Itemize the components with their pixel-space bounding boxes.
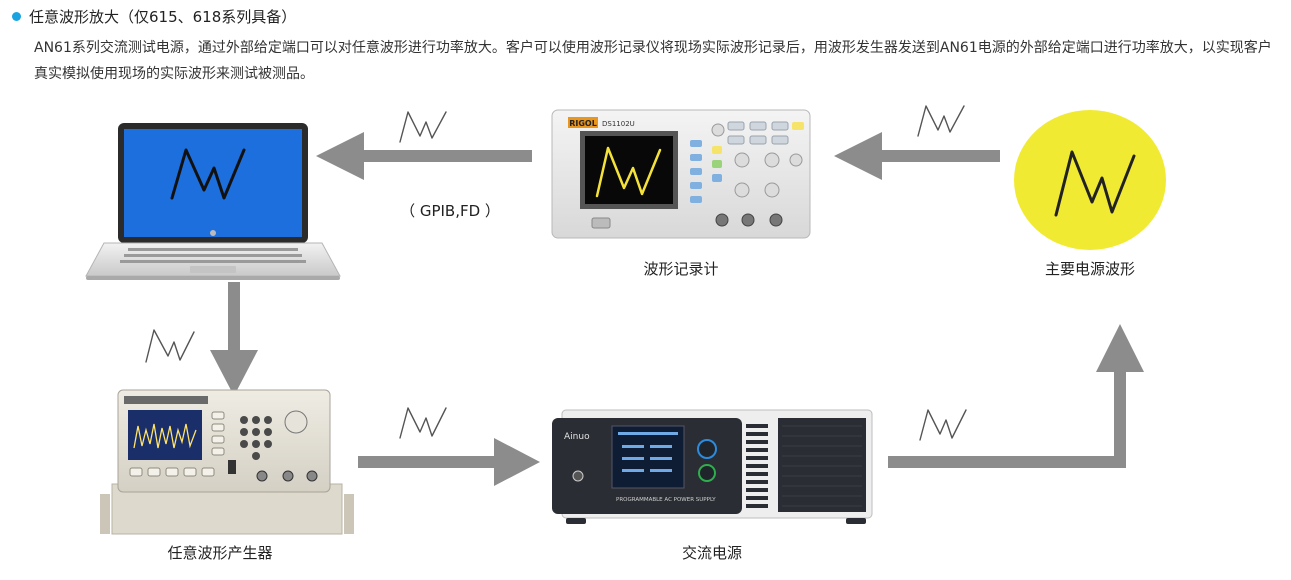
arrow-laptop-to-generator [210, 282, 258, 396]
section-description: AN61系列交流测试电源，通过外部给定端口可以对任意波形进行功率放大。客户可以使… [34, 40, 1272, 82]
arrow-acsource-to-source [888, 324, 1144, 468]
rigol-brand: RIGOL [569, 119, 597, 128]
arrow-source-to-recorder [834, 132, 1000, 180]
recorder-label: 波形记录计 [643, 260, 719, 278]
interface-label: （ GPIB,FD ） [400, 202, 500, 220]
oscilloscope-screen [585, 136, 673, 204]
ainuo-brand: Ainuo [564, 432, 590, 442]
flow-arrows [210, 132, 1144, 486]
ac-power-source-image: Ainuo PROGRAMMABLE AC POWER SUPPLY [552, 409, 873, 524]
arrow-generator-to-acsource [358, 438, 540, 486]
section-title-row: 任意波形放大（仅615、618系列具备） [12, 6, 1282, 27]
section-header: 任意波形放大（仅615、618系列具备） AN61系列交流测试电源，通过外部给定… [12, 6, 1282, 87]
source-waveform-image [1014, 110, 1166, 250]
ac-source-label: 交流电源 [681, 544, 742, 562]
generator-label: 任意波形产生器 [167, 544, 273, 562]
arrow-recorder-to-laptop [316, 132, 532, 180]
waveform-sketch-icon [399, 111, 447, 143]
waveform-sketch-icon [145, 329, 195, 363]
waveform-generator-image [100, 389, 354, 535]
laptop-image [85, 123, 341, 280]
source-waveform-label: 主要电源波形 [1044, 260, 1135, 278]
ac-panel-text: PROGRAMMABLE AC POWER SUPPLY [616, 497, 716, 503]
oscilloscope-image: RIGOL DS1102U [551, 109, 811, 239]
waveform-sketch-icon [917, 105, 965, 137]
generator-screen [128, 410, 202, 460]
waveform-sketches [145, 105, 967, 441]
laptop-screen [124, 129, 302, 237]
bullet-icon [12, 12, 21, 21]
waveform-sketch-icon [399, 407, 447, 439]
waveform-sketch-icon [919, 409, 967, 441]
rigol-model: DS1102U [602, 120, 635, 128]
section-title: 任意波形放大（仅615、618系列具备） [29, 8, 297, 26]
